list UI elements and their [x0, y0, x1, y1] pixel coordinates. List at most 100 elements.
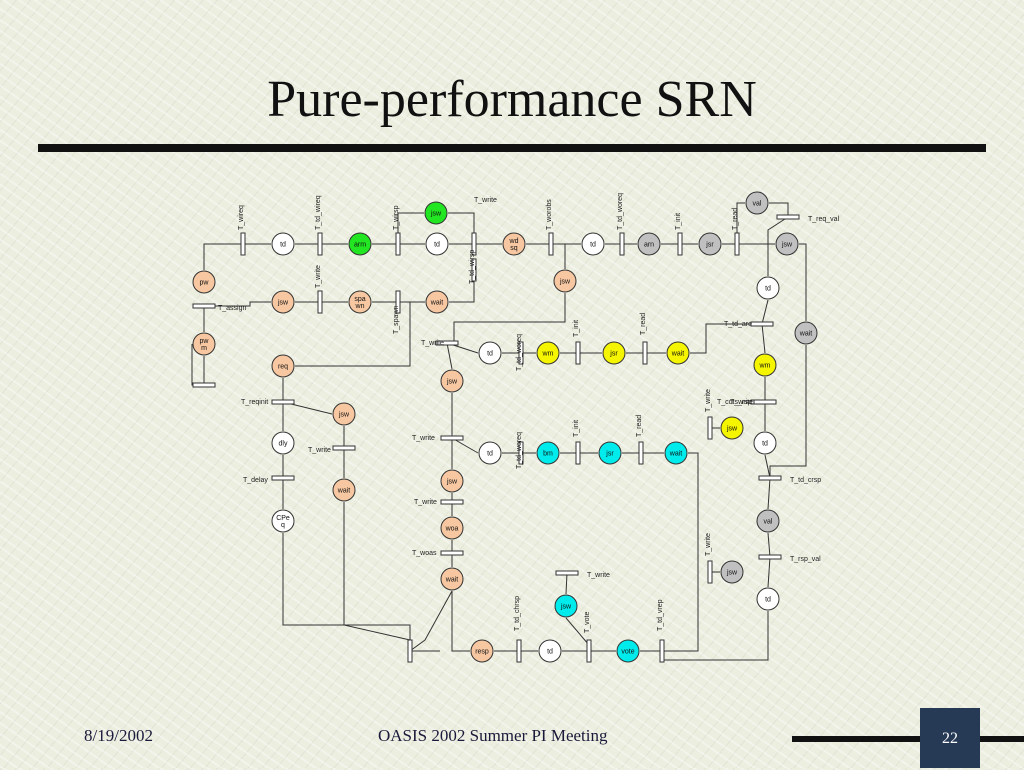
arc: [764, 454, 771, 479]
transition-bar: [586, 639, 592, 663]
place-label: jsw: [277, 300, 289, 307]
footer-divider: [792, 736, 920, 742]
arc: [767, 216, 789, 276]
place-label: jsw: [559, 279, 571, 286]
transition-bar: [435, 340, 459, 346]
place-label: q: [281, 522, 285, 529]
place-label: jsw: [726, 570, 738, 577]
place-jsr_g: [698, 232, 722, 256]
place-jsw4: [332, 402, 356, 426]
place-label: woa: [445, 526, 459, 533]
place-jsw_y: [720, 416, 744, 440]
transition-bar: [575, 341, 581, 365]
arc: [565, 572, 568, 595]
transition-label: T_td_chrsp: [514, 596, 521, 631]
transition-bar: [518, 341, 524, 365]
place-label: CPe: [276, 515, 290, 522]
transition-bar: [707, 416, 713, 440]
transition-label: T_write: [705, 533, 712, 556]
transition-bar: [317, 232, 323, 256]
arc: [551, 243, 566, 269]
transition-bar: [707, 560, 713, 584]
arc: [453, 293, 566, 343]
footer-meeting-name: OASIS 2002 Summer PI Meeting: [378, 726, 608, 745]
place-label: wait: [671, 351, 685, 358]
place-label: wn: [355, 303, 365, 310]
place-label: wm: [542, 351, 554, 358]
transition-label: T_write: [730, 399, 753, 406]
place-label: pw: [200, 338, 210, 345]
arc: [409, 590, 453, 652]
place-label: val: [764, 519, 773, 526]
transition-bar: [240, 232, 246, 256]
place-label: vote: [621, 649, 634, 656]
transition-label: T_delay: [243, 477, 268, 484]
place-label: pw: [200, 280, 210, 287]
arc: [446, 342, 453, 370]
place-jsw_c: [554, 594, 578, 618]
place-label: wait: [799, 331, 813, 338]
place-label: td: [434, 242, 440, 249]
transition-bar: [548, 232, 554, 256]
transition-label: T_read: [636, 415, 643, 437]
transition-bar: [395, 232, 401, 256]
transition-label: T_woas: [412, 550, 437, 557]
transition-bar: [471, 232, 477, 256]
transition-bar: [471, 258, 477, 282]
transition-bar: [192, 303, 216, 309]
transition-label: T_td_are: [724, 321, 752, 328]
arc: [295, 301, 411, 367]
transition-label: T_assign: [218, 305, 247, 312]
place-wm2: [753, 353, 777, 377]
place-req: [271, 354, 295, 378]
place-td5: [478, 341, 502, 365]
place-wait_g: [794, 321, 818, 345]
arc: [204, 301, 271, 307]
arc: [565, 617, 590, 646]
place-label: jsw: [338, 412, 350, 419]
transition-bar: [271, 475, 295, 481]
arc: [761, 323, 766, 354]
transition-bar: [677, 232, 683, 256]
transition-bar: [518, 441, 524, 465]
place-wait2: [332, 478, 356, 502]
transition-bar: [192, 382, 216, 388]
transition-label: T_worobs: [546, 199, 553, 230]
transition-label: T_rsp_val: [790, 556, 821, 563]
place-label: bm: [543, 451, 553, 458]
transition-bar: [638, 441, 644, 465]
transition-label: T_td_woreq: [617, 193, 624, 230]
place-label: jsw: [726, 426, 738, 433]
place-wait3: [440, 567, 464, 591]
transition-label: T_cots_rsp: [717, 399, 752, 406]
transition-label: T_init: [675, 213, 682, 230]
transition-bar: [758, 554, 782, 560]
transition-bar: [642, 341, 648, 365]
place-val1: [745, 191, 769, 215]
transition-bar: [317, 290, 323, 314]
place-label: jsr: [609, 351, 618, 358]
place-label: jsw: [560, 604, 572, 611]
transition-label: T_wireq: [238, 205, 245, 230]
arc: [690, 323, 762, 354]
arc: [282, 533, 411, 651]
place-label: dly: [279, 441, 288, 448]
place-jsw_g2: [720, 560, 744, 584]
transition-label: T_reqinit: [241, 399, 268, 406]
transition-label: T_write: [421, 340, 444, 347]
place-td8: [756, 587, 780, 611]
place-jsw1: [271, 290, 295, 314]
transition-bar: [776, 214, 800, 220]
place-label: arn: [644, 242, 654, 249]
place-label: arm: [354, 242, 366, 249]
arc: [769, 345, 807, 478]
transition-bar: [758, 475, 782, 481]
arc: [448, 212, 475, 244]
place-vote: [616, 639, 640, 663]
transition-bar: [395, 290, 401, 314]
transition-bar: [555, 570, 579, 576]
transition-label: T_read: [732, 208, 739, 230]
transition-bar: [271, 399, 295, 405]
transition-label: T_write: [705, 389, 712, 412]
